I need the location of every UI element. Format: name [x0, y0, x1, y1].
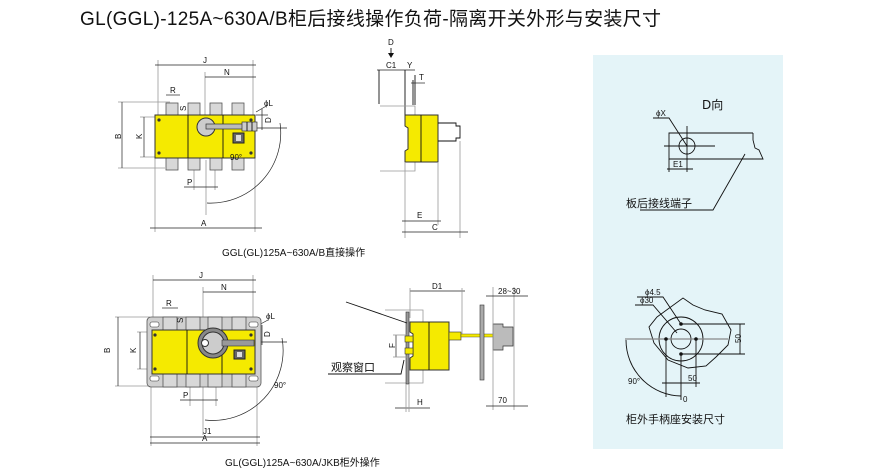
dim-n: N [221, 283, 227, 292]
dim-50-h: 50 [688, 374, 697, 383]
hole-4-5: ϕ4.5 [645, 288, 661, 297]
caption-external: GL(GGL)125A~630A/JKB柜外操作 [225, 456, 380, 469]
dim-j1: J1 [203, 427, 212, 436]
dim-70: 70 [498, 396, 507, 405]
dim-d1: D1 [432, 282, 443, 291]
dim-y: Y [407, 61, 413, 70]
dim-l: ϕL [266, 312, 275, 321]
side-view-external: D1 28~30 F H 70 观察窗口 [328, 282, 528, 412]
front-view-direct: J N R S B K P A ϕL D 90° GGL(GL)125A~630… [114, 56, 365, 259]
mount-caption: 柜外手柄座安装尺寸 [626, 412, 725, 426]
d-view-title: D向 [702, 97, 723, 112]
front-view-external: J N R S B K P J1 A ϕL D 90° GL(GGL)125A~… [103, 271, 380, 469]
dim-l: ϕL [264, 99, 273, 108]
angle-label: 90° [274, 381, 286, 390]
dim-a: A [202, 434, 208, 443]
page-title: GL(GGL)-125A~630A/B柜后接线操作负荷-隔离开关外形与安装尺寸 [80, 9, 662, 30]
dim-p: P [187, 178, 192, 187]
angle-label: 90° [628, 377, 640, 386]
dim-k: K [129, 347, 138, 353]
hole-30: ϕ30 [640, 296, 654, 305]
view-d-marker: D [388, 38, 394, 47]
dim-e: E [417, 211, 422, 220]
terminal-label: 板后接线端子 [626, 196, 692, 210]
dim-f: F [388, 343, 397, 348]
side-view-direct: D C1 Y T E C [377, 38, 468, 238]
dim-t: T [419, 73, 424, 82]
handle-knob-icon [201, 339, 209, 347]
d-view-detail: D向 ϕX E1 板后接线端子 [626, 97, 764, 211]
hole-phix: ϕX [656, 109, 666, 118]
dim-c1: C1 [386, 61, 397, 70]
dim-p: P [183, 391, 188, 400]
dim-d: D [264, 117, 273, 123]
dim-d: D [263, 331, 272, 337]
dim-k: K [135, 133, 144, 139]
dim-gap: 28~30 [498, 287, 521, 296]
dim-j: J [199, 271, 203, 280]
dim-s: S [176, 318, 185, 323]
dim-50-v: 50 [734, 334, 743, 343]
handle-mount-detail: ϕ4.5 ϕ30 50 50 90° 0 柜外手柄座安装尺寸 [625, 288, 745, 426]
dim-r: R [170, 86, 176, 95]
dim-j: J [203, 56, 207, 65]
detail-panel: D向 ϕX E1 板后接线端子 [593, 55, 783, 449]
dim-c: C [432, 223, 438, 232]
dim-b: B [103, 348, 112, 353]
angle-label: 90° [230, 153, 242, 162]
zero-label: 0 [683, 395, 688, 404]
window-label: 观察窗口 [331, 360, 375, 374]
dim-a: A [201, 219, 207, 228]
dim-s: S [179, 106, 188, 111]
caption-direct: GGL(GL)125A~630A/B直接操作 [222, 246, 365, 259]
dim-r: R [166, 299, 172, 308]
dim-h: H [417, 398, 423, 407]
dim-n: N [224, 68, 230, 77]
dim-e1: E1 [673, 160, 683, 169]
dim-b: B [114, 134, 123, 139]
